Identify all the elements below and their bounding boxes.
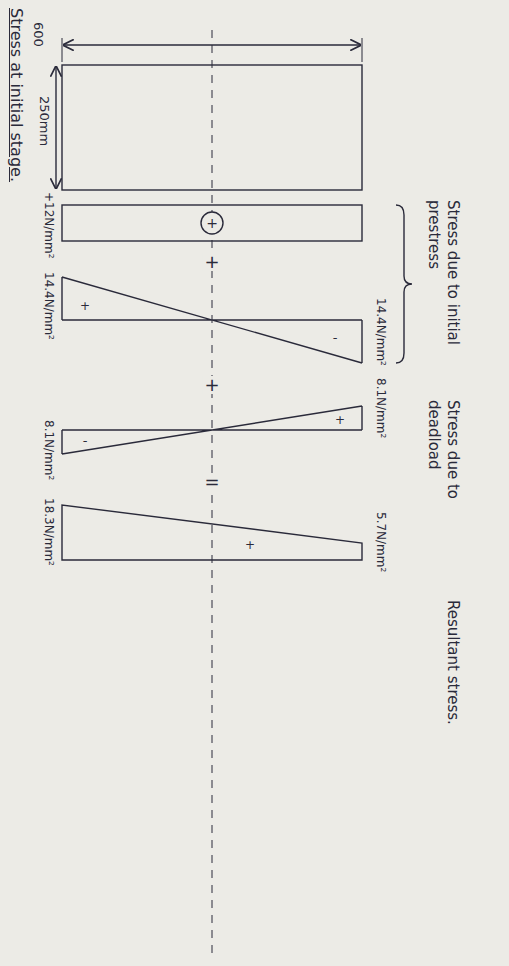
- dimension-line: [55, 67, 56, 188]
- extension-line: [62, 38, 63, 62]
- dimension-label: 250mm: [36, 96, 52, 146]
- sign-symbol: +: [206, 216, 218, 230]
- dimension-label: 600: [30, 22, 46, 47]
- stress-value: 8.1N/mm²: [373, 378, 388, 438]
- stress-value: 5.7N/mm²: [373, 512, 388, 572]
- deadload-stress-triangle: [62, 406, 362, 454]
- sign-symbol: +: [335, 414, 345, 426]
- stress-value: 18.3N/mm²: [41, 498, 56, 566]
- sign-symbol: +: [245, 539, 255, 551]
- centroid-axis: [212, 30, 213, 960]
- dimension-line: [64, 44, 360, 45]
- operator-symbol: =: [202, 473, 221, 491]
- stress-value: 14.4N/mm²: [41, 272, 56, 340]
- sign-symbol: -: [83, 434, 88, 447]
- beam-section: [62, 65, 362, 190]
- caption-text: Stress due to initial prestress: [425, 200, 463, 365]
- extension-line: [362, 38, 363, 62]
- operator-symbol: +: [202, 376, 221, 394]
- stress-value: +12N/mm²: [41, 192, 56, 259]
- sign-circle: [201, 212, 223, 234]
- caption-text: Resultant stress.: [443, 600, 462, 780]
- stress-value: 14.4N/mm²: [373, 298, 388, 366]
- caption-text: Stress due to deadload: [425, 400, 463, 560]
- sign-symbol: +: [80, 300, 90, 312]
- brace: [396, 205, 412, 363]
- uniform-stress-block: [62, 205, 362, 241]
- sign-symbol: -: [333, 331, 338, 344]
- title-text: Stress at initial stage.: [6, 8, 26, 182]
- resultant-stress-block: [62, 505, 362, 560]
- stress-value: 8.1N/mm²: [41, 420, 56, 480]
- bending-stress-triangle: [62, 277, 362, 363]
- operator-symbol: +: [202, 253, 221, 271]
